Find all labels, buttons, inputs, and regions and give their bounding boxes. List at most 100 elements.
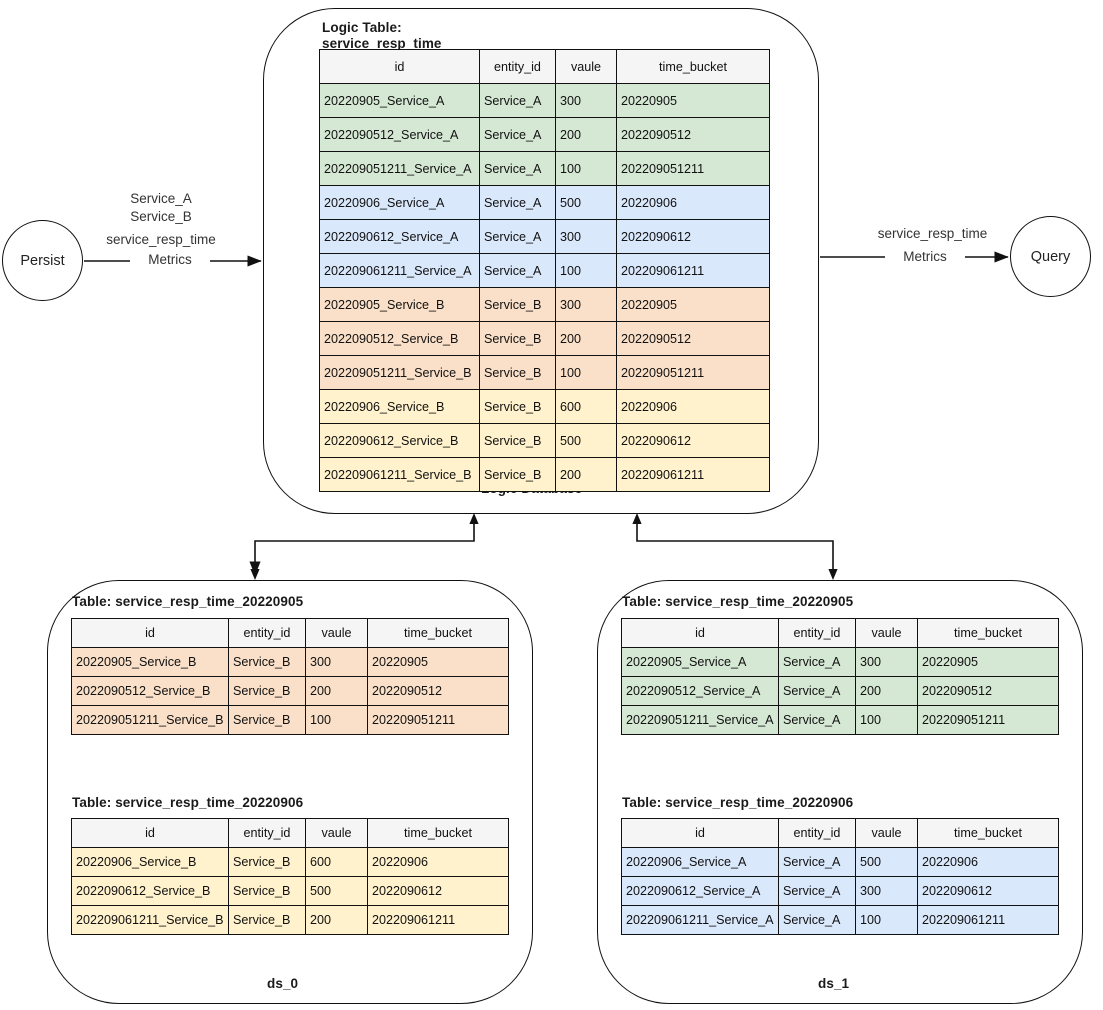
cell-time_bucket: 2022090512 xyxy=(367,676,509,706)
column-header-entity_id: entity_id xyxy=(778,818,856,848)
cell-id: 202209051211_Service_B xyxy=(71,705,229,735)
cell-vaule: 500 xyxy=(305,876,368,906)
cell-time_bucket: 202209051211 xyxy=(616,151,770,186)
column-header-vaule: vaule xyxy=(305,818,368,848)
ds1-table2-title: Table: service_resp_time_20220906 xyxy=(622,795,854,810)
arrowhead-up-ds0 xyxy=(469,513,479,524)
column-header-time_bucket: time_bucket xyxy=(616,49,770,84)
cell-entity_id: Service_B xyxy=(479,423,556,458)
cell-vaule: 200 xyxy=(555,117,617,152)
cell-time_bucket: 20220905 xyxy=(367,647,509,677)
cell-vaule: 300 xyxy=(855,647,918,677)
cell-vaule: 100 xyxy=(305,705,368,735)
query-edge-label-metric-name: service_resp_time xyxy=(877,226,988,241)
cell-vaule: 200 xyxy=(305,905,368,935)
cell-vaule: 100 xyxy=(555,253,617,288)
column-header-id: id xyxy=(319,49,480,84)
cell-vaule: 300 xyxy=(555,83,617,118)
cell-entity_id: Service_A xyxy=(778,647,856,677)
cell-id: 20220906_Service_B xyxy=(71,847,229,877)
cell-entity_id: Service_A xyxy=(778,876,856,906)
column-header-entity_id: entity_id xyxy=(228,818,306,848)
cell-id: 2022090612_Service_B xyxy=(319,423,480,458)
cell-vaule: 600 xyxy=(555,389,617,424)
cell-vaule: 500 xyxy=(555,185,617,220)
cell-time_bucket: 20220905 xyxy=(616,287,770,322)
cell-id: 202209061211_Service_B xyxy=(319,457,480,492)
cell-id: 2022090512_Service_B xyxy=(319,321,480,356)
cell-entity_id: Service_B xyxy=(479,321,556,356)
persist-node[interactable]: Persist xyxy=(2,220,83,301)
cell-time_bucket: 202209061211 xyxy=(616,457,770,492)
cell-time_bucket: 20220905 xyxy=(917,647,1059,677)
cell-time_bucket: 2022090612 xyxy=(616,219,770,254)
cell-time_bucket: 202209051211 xyxy=(367,705,509,735)
cell-entity_id: Service_A xyxy=(479,151,556,186)
column-header-id: id xyxy=(71,618,229,648)
cell-entity_id: Service_A xyxy=(479,185,556,220)
logic-table-title: Logic Table: service_resp_time xyxy=(322,20,442,51)
cell-id: 202209051211_Service_B xyxy=(319,355,480,390)
column-header-vaule: vaule xyxy=(855,618,918,648)
cell-entity_id: Service_A xyxy=(479,117,556,152)
query-node[interactable]: Query xyxy=(1010,216,1091,297)
edge-logicdb-ds1 xyxy=(636,521,834,575)
column-header-vaule: vaule xyxy=(305,618,368,648)
cell-time_bucket: 2022090612 xyxy=(616,423,770,458)
cell-id: 2022090512_Service_A xyxy=(621,676,779,706)
cell-entity_id: Service_B xyxy=(479,287,556,322)
cell-time_bucket: 202209061211 xyxy=(917,905,1059,935)
cell-id: 2022090612_Service_B xyxy=(71,876,229,906)
cell-time_bucket: 202209061211 xyxy=(367,905,509,935)
arrowhead-down-ds1 xyxy=(828,569,838,580)
ds1-table1-title: Table: service_resp_time_20220905 xyxy=(622,594,854,609)
cell-vaule: 500 xyxy=(555,423,617,458)
cell-time_bucket: 20220906 xyxy=(616,389,770,424)
query-node-label: Query xyxy=(1030,248,1071,265)
column-header-vaule: vaule xyxy=(855,818,918,848)
cell-id: 2022090612_Service_A xyxy=(319,219,480,254)
cell-vaule: 200 xyxy=(555,457,617,492)
cell-vaule: 100 xyxy=(855,705,918,735)
column-header-time_bucket: time_bucket xyxy=(917,618,1059,648)
column-header-entity_id: entity_id xyxy=(228,618,306,648)
cell-time_bucket: 202209051211 xyxy=(616,355,770,390)
cell-entity_id: Service_B xyxy=(479,389,556,424)
edge-logicdb-ds0 xyxy=(249,521,475,576)
cell-time_bucket: 2022090512 xyxy=(917,676,1059,706)
cell-id: 2022090512_Service_B xyxy=(71,676,229,706)
column-header-time_bucket: time_bucket xyxy=(367,818,509,848)
cell-entity_id: Service_A xyxy=(479,219,556,254)
column-header-id: id xyxy=(71,818,229,848)
cell-entity_id: Service_A xyxy=(778,905,856,935)
cell-entity_id: Service_B xyxy=(479,457,556,492)
cell-time_bucket: 2022090512 xyxy=(616,321,770,356)
datasource-ds0-label: ds_0 xyxy=(267,976,299,991)
cell-entity_id: Service_B xyxy=(228,676,306,706)
column-header-vaule: vaule xyxy=(555,49,617,84)
cell-time_bucket: 20220906 xyxy=(917,847,1059,877)
column-header-id: id xyxy=(621,618,779,648)
